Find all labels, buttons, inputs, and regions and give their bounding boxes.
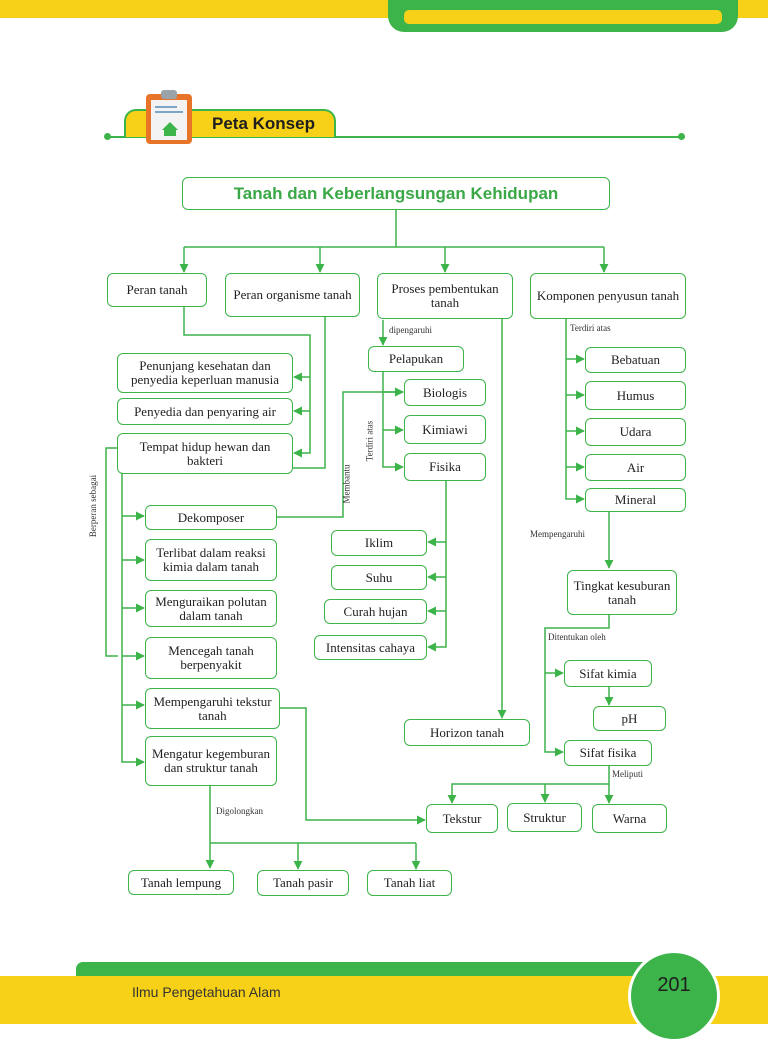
header-rule: [108, 136, 682, 138]
node-tanah-liat: Tanah liat: [367, 870, 452, 896]
node-ph: pH: [593, 706, 666, 731]
node-struktur: Struktur: [507, 803, 582, 832]
footer-green-bar: [76, 962, 676, 976]
node-tempat-hidup: Tempat hidup hewan dan bakteri: [117, 433, 293, 474]
node-tanah-lempung: Tanah lempung: [128, 870, 234, 895]
node-menguraikan-polutan: Menguraikan polutan dalam tanah: [145, 590, 277, 627]
node-humus: Humus: [585, 381, 686, 410]
node-sifat-fisika: Sifat fisika: [564, 740, 652, 766]
footer-subject: Ilmu Pengetahuan Alam: [132, 984, 281, 1000]
node-mencegah-penyakit: Mencegah tanah berpenyakit: [145, 637, 277, 679]
clipboard-icon: [146, 90, 192, 144]
node-kimiawi: Kimiawi: [404, 415, 486, 444]
node-dekomposer: Dekomposer: [145, 505, 277, 530]
label-membantu: Membantu: [341, 464, 352, 504]
node-tekstur: Tekstur: [426, 804, 498, 833]
map-title: Tanah dan Keberlangsungan Kehidupan: [182, 177, 610, 210]
node-proses-pembentukan: Proses pembentukan tanah: [377, 273, 513, 319]
node-bebatuan: Bebatuan: [585, 347, 686, 373]
page-number: 201: [657, 974, 691, 996]
node-komponen-penyusun: Komponen penyusun tanah: [530, 273, 686, 319]
node-fisika: Fisika: [404, 453, 486, 481]
node-air: Air: [585, 454, 686, 481]
node-penunjang-kesehatan: Penunjang kesehatan dan penyedia keperlu…: [117, 353, 293, 393]
node-biologis: Biologis: [404, 379, 486, 406]
node-sifat-kimia: Sifat kimia: [564, 660, 652, 687]
label-terdiri-atas-komponen: Terdiri atas: [570, 323, 611, 333]
header-rule-dot-left: [104, 133, 111, 140]
node-horizon-tanah: Horizon tanah: [404, 719, 530, 746]
label-digolongkan: Digolongkan: [216, 806, 263, 816]
label-dipengaruhi: dipengaruhi: [389, 325, 432, 335]
node-tingkat-kesuburan: Tingkat kesuburan tanah: [567, 570, 677, 615]
node-reaksi-kimia: Terlibat dalam reaksi kimia dalam tanah: [145, 539, 277, 581]
node-mengatur-kegemburan: Mengatur kegemburan dan struktur tanah: [145, 736, 277, 786]
label-ditentukan-oleh: Ditentukan oleh: [548, 632, 606, 642]
node-suhu: Suhu: [331, 565, 427, 590]
node-udara: Udara: [585, 418, 686, 446]
label-berperan-sebagai: Berperan sebagai: [88, 474, 99, 538]
node-penyedia-air: Penyedia dan penyaring air: [117, 398, 293, 425]
node-pelapukan: Pelapukan: [368, 346, 464, 372]
label-mempengaruhi: Mempengaruhi: [530, 529, 585, 539]
header-rule-dot-right: [678, 133, 685, 140]
node-mempengaruhi-tekstur: Mempengaruhi tekstur tanah: [145, 688, 280, 729]
node-peran-tanah: Peran tanah: [107, 273, 207, 307]
section-title: Peta Konsep: [212, 114, 315, 133]
node-mineral: Mineral: [585, 488, 686, 512]
node-curah-hujan: Curah hujan: [324, 599, 427, 624]
node-peran-organisme: Peran organisme tanah: [225, 273, 360, 317]
node-tanah-pasir: Tanah pasir: [257, 870, 349, 896]
top-yellow-bar: [404, 10, 722, 24]
node-iklim: Iklim: [331, 530, 427, 556]
label-terdiri-atas-pelapukan: Terdiri atas: [364, 420, 375, 462]
node-intensitas-cahaya: Intensitas cahaya: [314, 635, 427, 660]
node-warna: Warna: [592, 804, 667, 833]
label-meliputi: Meliputi: [612, 769, 643, 779]
